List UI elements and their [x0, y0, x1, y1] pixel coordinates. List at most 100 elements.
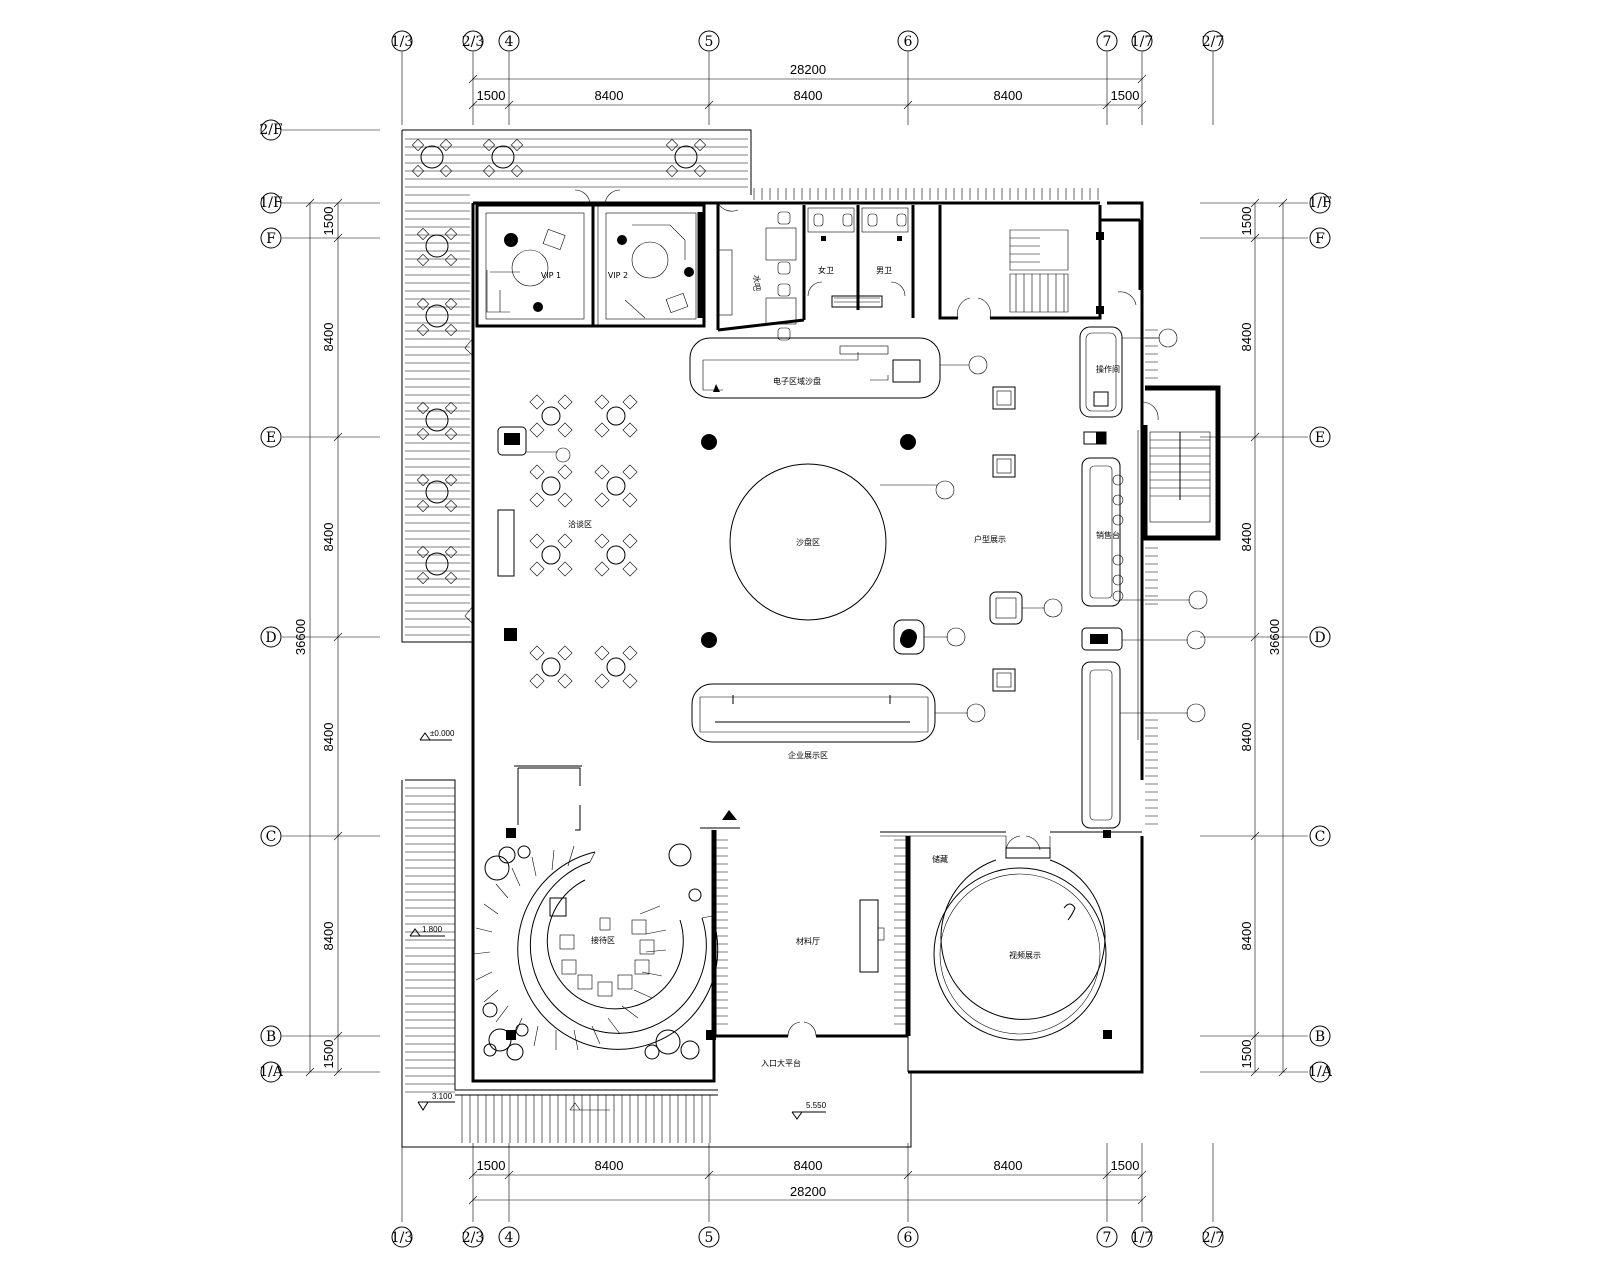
room-label-men-wc: 男卫 [876, 266, 892, 275]
dimension: 1500 [321, 1040, 336, 1069]
axis-label: 2/7 [1202, 1230, 1225, 1246]
axis-bubble [498, 1226, 520, 1248]
column [701, 434, 717, 450]
axis-bubble [1202, 1226, 1224, 1248]
east-stair [1137, 385, 1221, 740]
horizontal-axes [282, 129, 1308, 1073]
elevation-marks: ±0.000 1.800 3.100 5.550 [409, 729, 827, 1120]
dimension: 8400 [1239, 723, 1254, 752]
top-axis-bubbles: 1/3 2/3 4 5 6 7 1/7 2/7 [391, 30, 1224, 52]
axis-label: B [1315, 1029, 1325, 1045]
left-deck [405, 194, 470, 636]
room-label-vip2: VIP 2 [608, 271, 628, 280]
dimension: 8400 [794, 1158, 823, 1173]
dimension-total: 36600 [1267, 619, 1282, 655]
axis-label: 7 [1103, 34, 1112, 50]
axis-label: D [265, 630, 276, 646]
axis-bubble [462, 30, 484, 52]
axis-bubble [1131, 30, 1153, 52]
axis-label: 1/7 [1131, 1230, 1154, 1246]
negotiation-area: 洽谈区 [464, 337, 638, 689]
dimension-total: 28200 [790, 62, 826, 77]
reception-area: 接待区 [473, 765, 740, 1061]
room-label-material-hall: 材料厅 [796, 936, 820, 946]
room-label-operation: 操作间 [1096, 364, 1120, 374]
dimension: 8400 [321, 323, 336, 352]
dimension: 8400 [595, 1158, 624, 1173]
table-set [482, 138, 524, 178]
plant-dot [533, 302, 543, 312]
terrace-tables [411, 138, 707, 585]
table-set [594, 533, 638, 577]
room-label-sales-counter: 销售台 [1096, 530, 1120, 540]
axis-label: 1/A [1308, 1064, 1333, 1080]
axis-label: 1/3 [391, 1230, 414, 1246]
marker-icon [722, 810, 737, 820]
table-set [416, 401, 458, 441]
dimension: 1500 [1111, 1158, 1140, 1173]
axis-bubble [897, 30, 919, 52]
table-set [665, 138, 707, 178]
restrooms: 女卫 男卫 [717, 205, 915, 332]
level-ground: ±0.000 [430, 729, 455, 738]
dimension-total: 36600 [293, 619, 308, 655]
dimension: 8400 [321, 523, 336, 552]
axis-bubble [1131, 1226, 1153, 1248]
top-deck [405, 138, 748, 188]
dimension: 1500 [321, 207, 336, 236]
elevation-ref [968, 355, 988, 375]
corporate-display-counter: 企业展示区 [691, 683, 986, 760]
axis-bubble [1096, 1226, 1118, 1248]
right-dimensions: 1500 8400 8400 8400 8400 1500 36600 [1239, 198, 1288, 1077]
east-counter [1081, 627, 1206, 829]
right-axis-bubbles: 1/F F E D C B 1/A [1308, 192, 1333, 1083]
dimension: 8400 [1239, 922, 1254, 951]
axis-label: D [1314, 630, 1325, 646]
material-hall: 材料厅 [711, 830, 1142, 1037]
room-label-vip1: VIP 1 [541, 271, 561, 280]
axis-label: 7 [1103, 1230, 1112, 1246]
table-set [411, 138, 453, 178]
dimension: 8400 [794, 88, 823, 103]
bench-slats [473, 845, 667, 1051]
axis-bubble [1202, 30, 1224, 52]
room-label-electronic-sandbox: 电子区域沙盘 [773, 376, 821, 386]
plant-icons [482, 843, 702, 1061]
axis-label: E [1315, 430, 1325, 446]
top-dimensions: 28200 1500 8400 8400 8400 1500 [468, 62, 1147, 110]
column-dot [504, 233, 518, 247]
room-label-entrance-platform: 入口大平台 [761, 1058, 801, 1068]
dimension: 1500 [477, 1158, 506, 1173]
axis-label: 2/F [259, 122, 283, 138]
sandbox-area: 沙盘区 [729, 463, 955, 621]
table-set [529, 645, 573, 689]
video-display: 视频展示 储藏 [907, 835, 1112, 1072]
dimension: 1500 [1239, 207, 1254, 236]
room-label-sandbox: 沙盘区 [796, 537, 820, 547]
figure-icon [1063, 903, 1076, 921]
bar-area: 水吧 [716, 203, 797, 341]
north-stair [938, 205, 1142, 320]
table-set [529, 533, 573, 577]
dimension: 8400 [321, 723, 336, 752]
left-ramp [405, 779, 456, 1093]
table-set [529, 464, 573, 508]
bottom-dimensions: 1500 8400 8400 8400 1500 28200 [468, 1158, 1147, 1205]
axis-label: 5 [705, 34, 714, 50]
room-label-bar: 水吧 [752, 275, 762, 291]
table-set [416, 227, 458, 267]
level-platform: 5.550 [806, 1101, 827, 1110]
marker-icon [713, 384, 720, 392]
axis-label: F [1315, 231, 1325, 247]
table-set [416, 545, 458, 585]
axis-label: 1/A [259, 1064, 284, 1080]
room-label-corporate-display: 企业展示区 [788, 750, 828, 760]
axis-bubble [391, 1226, 413, 1248]
dimension-total: 28200 [790, 1184, 826, 1199]
dimension: 8400 [321, 922, 336, 951]
axis-label: 4 [505, 34, 514, 50]
axis-label: B [266, 1029, 276, 1045]
axis-bubble [462, 1226, 484, 1248]
level-mid: 1.800 [422, 925, 443, 934]
